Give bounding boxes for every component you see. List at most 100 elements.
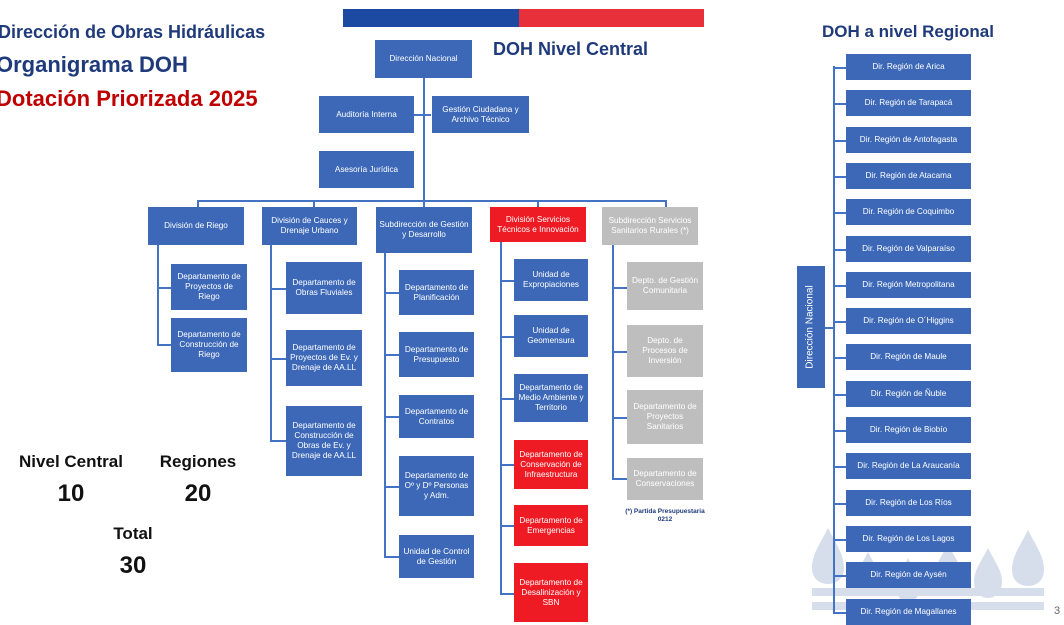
- connector: [384, 556, 399, 558]
- regional-direccion-nacional-label: Dirección Nacional: [805, 285, 816, 369]
- connector: [612, 417, 627, 419]
- department-box: Departamento de Proyectos de Ev. y Drena…: [286, 330, 362, 386]
- connector: [384, 253, 386, 557]
- connector: [825, 327, 834, 329]
- connector: [500, 336, 514, 338]
- department-box: Departamento de Oº y Dº Personas y Adm.: [399, 456, 474, 516]
- department-box: Depto. de Procesos de Inversión: [627, 325, 703, 377]
- division-cauces: División de Cauces y Drenaje Urbano: [262, 207, 357, 245]
- stat-regions-label: Regiones: [159, 452, 237, 471]
- flag-bar-blue: [343, 9, 519, 27]
- department-box: Departamento de Construcción de Riego: [171, 318, 247, 372]
- region-box: Dir. Región de Antofagasta: [846, 127, 971, 153]
- connector: [423, 78, 425, 200]
- connector: [833, 503, 846, 505]
- region-box: Dir. Región de Arica: [846, 54, 971, 80]
- connector: [197, 200, 666, 202]
- connector: [500, 593, 514, 595]
- connector: [157, 344, 171, 346]
- connector: [313, 200, 315, 207]
- connector: [833, 539, 846, 541]
- connector: [833, 575, 846, 577]
- department-box: Departamento de Conservación de Infraest…: [514, 440, 588, 489]
- connector: [612, 245, 614, 479]
- department-box: Unidad de Expropiaciones: [514, 259, 588, 301]
- region-box: Dir. Región de Magallanes: [846, 599, 971, 625]
- region-box: Dir. Región de Ñuble: [846, 381, 971, 407]
- connector: [833, 321, 846, 323]
- connector: [833, 249, 846, 251]
- connector: [612, 351, 627, 353]
- connector: [384, 416, 399, 418]
- department-box: Departamento de Emergencias: [514, 505, 588, 546]
- title-line3: Dotación Priorizada 2025: [0, 86, 258, 111]
- org-box-direccion-nacional: Dirección Nacional: [375, 40, 472, 78]
- connector: [833, 103, 846, 105]
- department-box: Departamento de Conservaciones: [627, 458, 703, 500]
- division-servicios-sanitarios: Subdirección Servicios Sanitarios Rurale…: [602, 207, 698, 245]
- connector: [500, 525, 514, 527]
- connector: [384, 292, 399, 294]
- central-title: DOH Nivel Central: [493, 39, 649, 59]
- connector: [384, 486, 399, 488]
- region-box: Dir. Región de Los Ríos: [846, 490, 971, 516]
- stat-regions-value: 20: [184, 480, 212, 507]
- connector: [423, 200, 425, 207]
- region-box: Dir. Región de Tarapacá: [846, 90, 971, 116]
- department-box: Unidad de Control de Gestión: [399, 535, 474, 578]
- connector: [833, 357, 846, 359]
- connector: [500, 242, 502, 594]
- connector: [270, 358, 286, 360]
- department-box: Departamento de Contratos: [399, 395, 474, 438]
- stat-central-label: Nivel Central: [19, 452, 123, 471]
- connector: [500, 280, 514, 282]
- connector: [409, 114, 431, 116]
- connector: [270, 288, 286, 290]
- department-box: Departamento de Proyectos Sanitarios: [627, 390, 703, 444]
- region-box: Dir. Región de Valparaíso: [846, 236, 971, 262]
- region-box: Dir. Región de Atacama: [846, 163, 971, 189]
- connector: [833, 67, 846, 69]
- connector: [833, 176, 846, 178]
- division-servicios-tecnicos: División Servicios Técnicos e Innovación: [490, 207, 586, 242]
- connector: [833, 430, 846, 432]
- department-box: Departamento de Proyectos de Riego: [171, 264, 247, 310]
- department-box: Departamento de Desalinización y SBN: [514, 563, 588, 622]
- department-box: Departamento de Obras Fluviales: [286, 262, 362, 314]
- region-box: Dir. Región de Los Lagos: [846, 526, 971, 552]
- org-box-gestion-ciudadana: Gestión Ciudadana y Archivo Técnico: [432, 96, 529, 133]
- org-box-asesoria: Asesoría Jurídica: [319, 151, 414, 188]
- region-box: Dir. Región de La Araucanía: [846, 453, 971, 479]
- connector: [197, 200, 199, 207]
- org-box-auditoria: Auditoría Interna: [319, 96, 414, 133]
- connector: [833, 285, 846, 287]
- connector: [612, 478, 627, 480]
- regional-direccion-nacional: Dirección Nacional: [797, 266, 825, 388]
- connector: [612, 287, 627, 289]
- regional-title: DOH a nivel Regional: [822, 22, 994, 41]
- region-box: Dir. Región de Biobío: [846, 417, 971, 443]
- region-box: Dir. Región de Coquimbo: [846, 199, 971, 225]
- footnote: (*) Partida Presupuestaria 0212: [625, 508, 705, 523]
- connector: [833, 66, 835, 612]
- division-gestion-desarrollo: Subdirección de Gestión y Desarrollo: [376, 207, 472, 253]
- connector: [157, 245, 159, 344]
- title-line2: Organigrama DOH: [0, 52, 188, 77]
- region-box: Dir. Región de O´Higgins: [846, 308, 971, 334]
- title-line1: Dirección de Obras Hidráulicas: [0, 22, 266, 42]
- department-box: Departamento de Planificación: [399, 270, 474, 315]
- connector: [537, 200, 539, 207]
- region-box: Dir. Región de Maule: [846, 344, 971, 370]
- connector: [833, 394, 846, 396]
- department-box: Depto. de Gestión Comunitaria: [627, 262, 703, 310]
- connector: [270, 245, 272, 441]
- region-box: Dir. Región Metropolitana: [846, 272, 971, 298]
- stat-total-value: 30: [119, 552, 147, 579]
- stat-central-value: 10: [57, 480, 85, 507]
- connector: [833, 612, 846, 614]
- region-box: Dir. Región de Aysén: [846, 562, 971, 588]
- connector: [384, 354, 399, 356]
- department-box: Unidad de Geomensura: [514, 315, 588, 357]
- connector: [833, 212, 846, 214]
- department-box: Departamento de Presupuesto: [399, 332, 474, 377]
